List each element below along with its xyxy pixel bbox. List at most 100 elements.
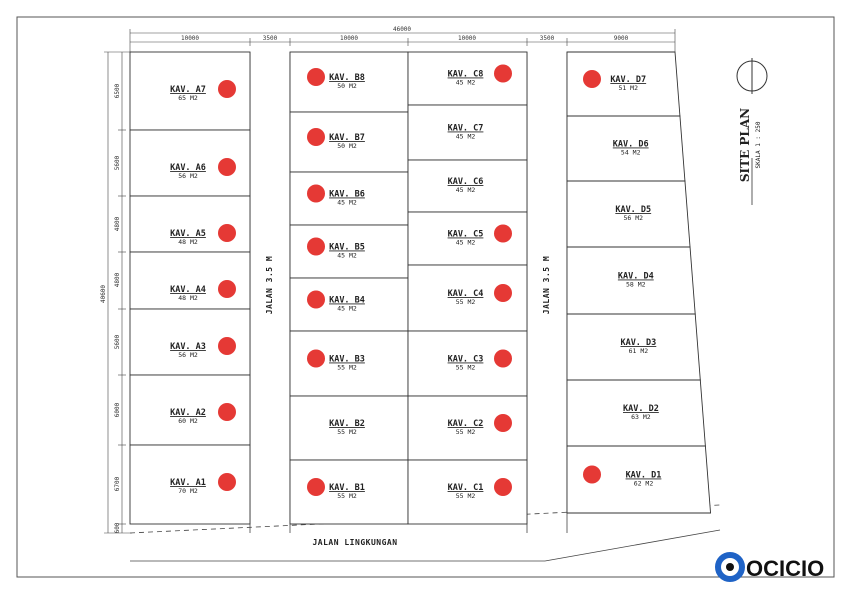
lot-d4-label: KAV. D4 (618, 272, 654, 282)
lot-a2-area: 60 M2 (178, 417, 198, 425)
lot-c4-area: 55 M2 (456, 298, 476, 306)
lot-b6-marker-icon (307, 184, 325, 203)
lot-a4-marker-icon (218, 280, 236, 298)
left-seg-4: 4800 (114, 272, 121, 287)
lot-d1-label: KAV. D1 (626, 471, 662, 481)
lot-a4-label: KAV. A4 (170, 285, 206, 295)
lot-b2-area: 55 M2 (337, 428, 357, 436)
lot-a6-area: 56 M2 (178, 172, 198, 180)
left-seg-5: 5600 (114, 334, 121, 349)
lot-b2-boundary (289, 395, 409, 461)
lot-b7-marker-icon (307, 128, 325, 146)
site-plan-scale: SKALA 1 : 250 (755, 121, 762, 168)
lot-a3-marker-icon (218, 337, 236, 355)
lot-c7-label: KAV. C7 (448, 124, 484, 134)
lot-c1-label: KAV. C1 (448, 483, 484, 493)
lot-d7-label: KAV. D7 (610, 75, 646, 85)
lot-d1-boundary (566, 445, 712, 514)
lot-a5-marker-icon (218, 224, 236, 242)
left-seg-6: 6000 (114, 402, 121, 417)
top-dimension (129, 29, 676, 52)
top-seg-2: 3500 (263, 35, 278, 42)
lot-a7-marker-icon (218, 80, 236, 98)
lot-c1-area: 55 M2 (456, 492, 476, 500)
lot-b1-area: 55 M2 (337, 492, 357, 500)
lot-c8-label: KAV. C8 (448, 70, 484, 80)
lot-c3-area: 55 M2 (456, 364, 476, 372)
lot-c3-label: KAV. C3 (448, 355, 484, 365)
lot-a7-label: KAV. A7 (170, 85, 206, 95)
left-seg-3: 4800 (114, 216, 121, 231)
lot-a1-label: KAV. A1 (170, 478, 206, 488)
lot-d6-label: KAV. D6 (613, 140, 649, 150)
lot-d1-area: 62 M2 (634, 480, 654, 488)
lot-d1-marker-icon (583, 465, 601, 484)
lot-a5-label: KAV. A5 (170, 229, 206, 239)
lot-b1-marker-icon (307, 478, 325, 496)
lot-b4-marker-icon (307, 290, 325, 309)
lot-a2-label: KAV. A2 (170, 408, 206, 418)
lot-b4-area: 45 M2 (337, 305, 357, 313)
lot-b5-marker-icon (307, 237, 325, 256)
lot-b1-label: KAV. B1 (329, 483, 365, 493)
left-seg-8: 600 (114, 522, 121, 533)
lot-b2-label: KAV. B2 (329, 419, 365, 429)
lot-d2-label: KAV. D2 (623, 404, 659, 414)
lot-d7-marker-icon (583, 70, 601, 88)
lot-c1-marker-icon (494, 478, 512, 496)
lot-d2-area: 63 M2 (631, 413, 651, 421)
lot-b5-label: KAV. B5 (329, 243, 365, 253)
lot-c6-area: 45 M2 (456, 186, 476, 194)
lot-b6-label: KAV. B6 (329, 190, 365, 200)
lot-c6-boundary (407, 159, 528, 213)
left-seg-1: 6500 (114, 83, 121, 98)
lot-a7-area: 65 M2 (178, 94, 198, 102)
lot-b5-area: 45 M2 (337, 252, 357, 260)
lot-a1-marker-icon (218, 473, 236, 491)
left-seg-7: 6700 (114, 476, 121, 491)
lot-c4-label: KAV. C4 (448, 289, 484, 299)
lot-c7-boundary (407, 104, 528, 161)
lot-a4-area: 48 M2 (178, 294, 198, 302)
lot-a3-label: KAV. A3 (170, 342, 206, 352)
road-label-bottom: JALAN LINGKUNGAN (312, 538, 397, 547)
lot-c8-area: 45 M2 (456, 79, 476, 87)
lot-a4-boundary (129, 251, 251, 310)
road-label-right: JALAN 3.5 M (542, 256, 551, 314)
